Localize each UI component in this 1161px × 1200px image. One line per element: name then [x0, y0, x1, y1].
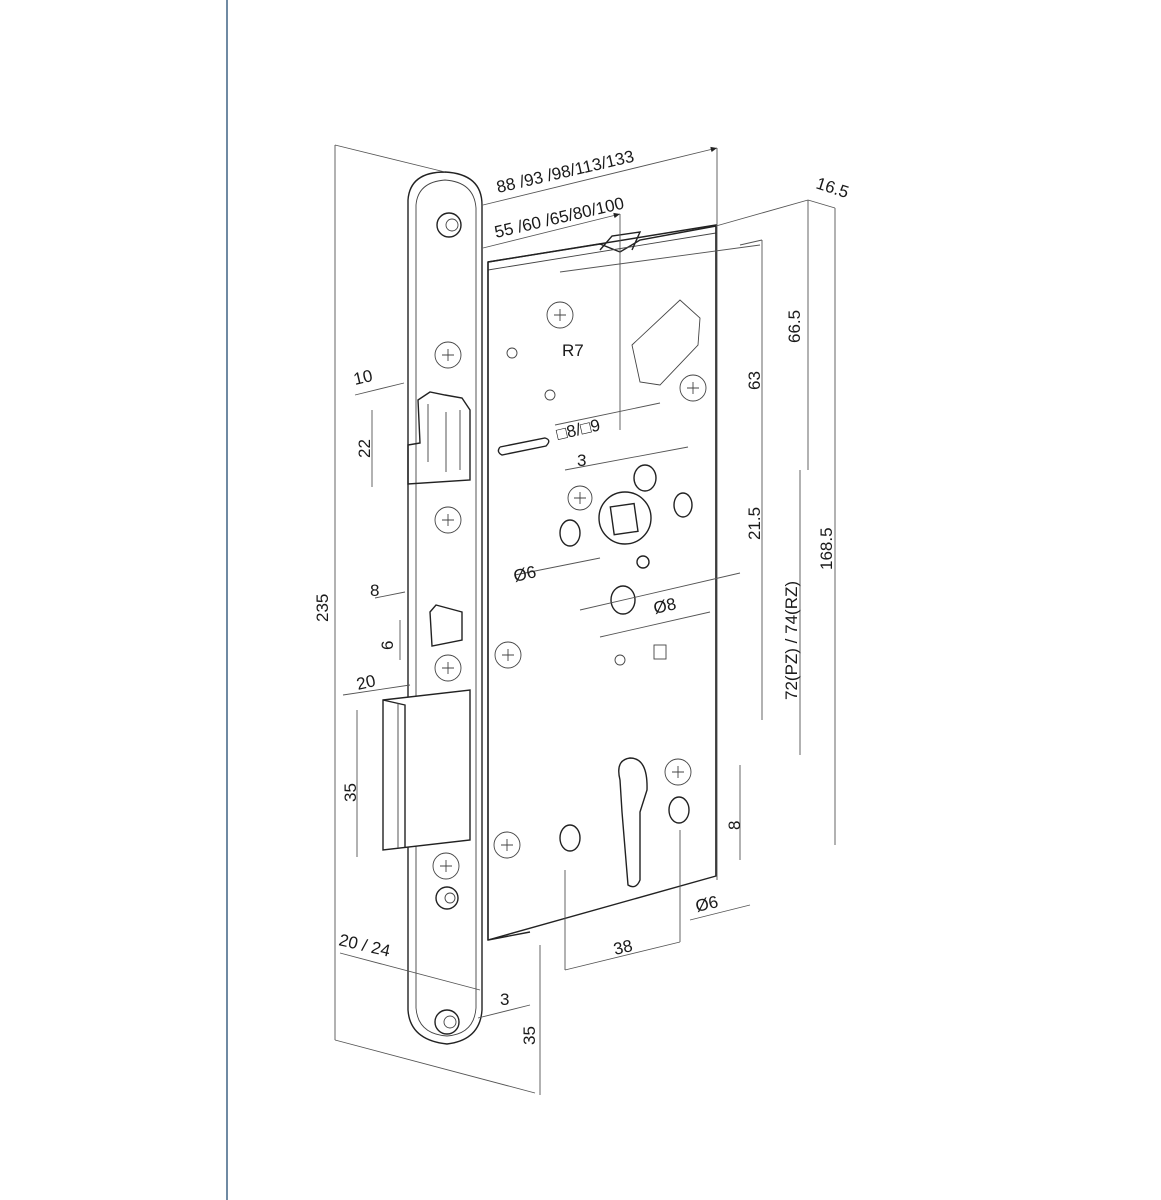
follower-hub [497, 437, 693, 666]
trigger-bolt [429, 604, 463, 647]
label-latch-projection: 10 [352, 366, 375, 389]
latch-bolt [407, 391, 471, 485]
label-trigger-height: 6 [378, 641, 397, 650]
label-hole-left: Ø6 [512, 562, 538, 586]
label-dim-66-5: 66.5 [785, 310, 804, 343]
label-dim-21-5: 21.5 [745, 507, 764, 540]
label-cylinder-offset: 8 [725, 821, 744, 830]
lock-case [487, 224, 717, 941]
page-margin-rule [226, 0, 228, 1200]
label-body-thickness: 16.5 [814, 174, 851, 202]
label-radius: R7 [562, 341, 584, 360]
label-backset-total: 88 /93 /98/113/133 [495, 147, 636, 197]
label-deadbolt-projection: 20 [355, 671, 378, 694]
label-cylinder-hole: Ø6 [694, 892, 720, 916]
label-follower-offset: 3 [577, 451, 586, 470]
label-faceplate-end: 35 [520, 1026, 539, 1045]
label-latch-height: 22 [355, 439, 374, 458]
label-faceplate-offset: 3 [500, 990, 509, 1009]
case-screws [493, 299, 707, 859]
label-dim-63: 63 [745, 371, 764, 390]
dimension-lines [334, 144, 836, 1095]
label-faceplate-height: 235 [313, 594, 332, 622]
deadbolt [382, 689, 471, 851]
label-cylinder-spacing: 38 [612, 936, 635, 959]
label-distance-pz-rz: 72(PZ) / 74(RZ) [782, 581, 801, 700]
label-hole-lower: Ø8 [652, 594, 678, 618]
label-faceplate-width: 20 / 24 [337, 930, 392, 960]
label-deadbolt-height: 35 [341, 783, 360, 802]
label-trigger-projection: 8 [370, 581, 379, 600]
label-dim-168-5: 168.5 [817, 527, 836, 570]
cylinder-cutout [559, 757, 692, 888]
